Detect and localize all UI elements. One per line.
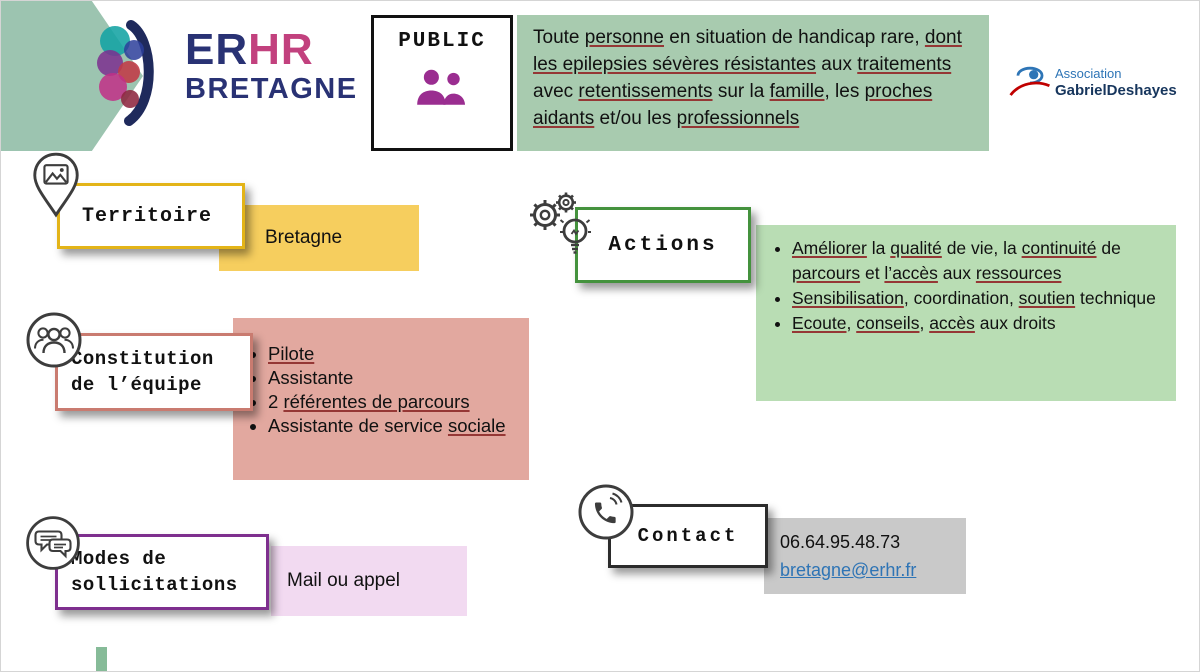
list-item: Assistante de service sociale bbox=[268, 414, 515, 438]
text-segment: proches aidants bbox=[533, 81, 933, 129]
bottom-accent bbox=[96, 647, 107, 671]
text-segment: Améliorer bbox=[792, 238, 867, 258]
equipe-title-box: Constitution de l’équipe bbox=[55, 333, 253, 411]
list-item: Sensibilisation, coordination, soutien t… bbox=[792, 286, 1168, 311]
text-segment: parcours bbox=[792, 263, 861, 283]
equipe-title-line1: Constitution bbox=[71, 348, 214, 370]
speech-bubbles-icon bbox=[26, 516, 80, 570]
partner-name: GabrielDeshayes bbox=[1055, 82, 1177, 99]
brand-er: ER bbox=[185, 25, 249, 74]
text-segment: et bbox=[860, 263, 885, 283]
text-segment: aux bbox=[816, 54, 858, 75]
text-segment: dont les epilepsies sévères résistantes bbox=[533, 27, 962, 75]
gears-lightbulb-icon bbox=[530, 192, 591, 254]
contact-title-box: Contact bbox=[608, 504, 768, 568]
text-segment: sur la bbox=[712, 81, 770, 102]
text-segment: , coordination, bbox=[903, 288, 1019, 308]
actions-title-box: Actions bbox=[575, 207, 751, 283]
partner-association-label: Association bbox=[1055, 66, 1122, 81]
contact-phone: 06.64.95.48.73 bbox=[780, 532, 901, 552]
text-segment: , bbox=[919, 313, 930, 333]
text-segment: Assistante de service bbox=[268, 415, 448, 436]
list-item: Ecoute, conseils, accès aux droits bbox=[792, 311, 1168, 336]
brand-logo: ERHR BRETAGNE bbox=[185, 27, 358, 106]
text-segment: Assistante bbox=[268, 367, 354, 388]
text-segment: de bbox=[1096, 238, 1121, 258]
text-segment: Pilote bbox=[268, 343, 315, 364]
text-segment: référentes de parcours bbox=[283, 391, 470, 412]
territoire-title-box: Territoire bbox=[57, 183, 245, 249]
text-segment: personne bbox=[584, 27, 664, 48]
text-segment: technique bbox=[1075, 288, 1156, 308]
text-segment: et/ou les bbox=[594, 108, 677, 129]
text-segment: ressources bbox=[975, 263, 1062, 283]
text-segment: 2 bbox=[268, 391, 284, 412]
text-segment: soutien bbox=[1018, 288, 1076, 308]
territory-pin-icon bbox=[33, 152, 79, 218]
text-segment: retentissements bbox=[578, 81, 713, 102]
text-segment: la bbox=[866, 238, 891, 258]
territoire-title: Territoire bbox=[82, 204, 213, 228]
phone-contact-icon bbox=[578, 484, 634, 540]
list-item: Pilote bbox=[268, 342, 515, 366]
text-segment: traitements bbox=[857, 54, 952, 75]
erhr-face-logo-icon bbox=[97, 20, 154, 126]
text-segment: accès bbox=[929, 313, 975, 333]
text-segment: sociale bbox=[447, 415, 506, 436]
brand-name: ERHR bbox=[185, 27, 358, 73]
public-title: PUBLIC bbox=[398, 30, 486, 53]
brand-region: BRETAGNE bbox=[185, 73, 358, 105]
text-segment: Sensibilisation bbox=[792, 288, 904, 308]
team-group-icon bbox=[26, 312, 82, 368]
text-segment: aux bbox=[937, 263, 976, 283]
modes-title-box: Modes de sollicitations bbox=[55, 534, 269, 610]
text-segment: famille bbox=[769, 81, 825, 102]
modes-title-line1: Modes de bbox=[71, 548, 167, 570]
actions-title: Actions bbox=[608, 233, 718, 257]
gabriel-deshayes-logo-icon bbox=[1009, 66, 1050, 96]
equipe-title-line2: de l’équipe bbox=[71, 374, 202, 396]
actions-list: Améliorer la qualité de vie, la continui… bbox=[768, 236, 1168, 336]
text-segment: en situation de handicap rare, bbox=[664, 27, 925, 48]
list-item: Assistante bbox=[268, 366, 515, 390]
text-segment: de vie, la bbox=[941, 238, 1022, 258]
text-segment: avec bbox=[533, 81, 579, 102]
text-segment: l’accès bbox=[884, 263, 938, 283]
text-segment: conseils bbox=[856, 313, 920, 333]
contact-title: Contact bbox=[637, 525, 739, 547]
actions-content-box: Améliorer la qualité de vie, la continui… bbox=[756, 225, 1176, 401]
equipe-content-box: PiloteAssistante2 référentes de parcours… bbox=[233, 318, 529, 480]
text-segment: aux droits bbox=[974, 313, 1056, 333]
partner-logo: Association GabrielDeshayes bbox=[1005, 63, 1177, 103]
modes-value: Mail ou appel bbox=[287, 570, 401, 591]
modes-content-box: Mail ou appel bbox=[271, 546, 467, 616]
people-icon bbox=[417, 69, 466, 105]
text-segment: professionnels bbox=[676, 108, 800, 129]
modes-title-line2: sollicitations bbox=[71, 574, 238, 596]
list-item: 2 référentes de parcours bbox=[268, 390, 515, 414]
contact-email-link[interactable]: bretagne@erhr.fr bbox=[780, 560, 917, 580]
public-title-box: PUBLIC bbox=[371, 15, 513, 151]
territoire-value: Bretagne bbox=[265, 227, 343, 248]
list-item: Améliorer la qualité de vie, la continui… bbox=[792, 236, 1168, 286]
equipe-list: PiloteAssistante2 référentes de parcours… bbox=[241, 342, 515, 438]
text-segment: Toute bbox=[533, 27, 585, 48]
text-segment: , bbox=[846, 313, 857, 333]
contact-content-box: 06.64.95.48.73 bretagne@erhr.fr bbox=[764, 518, 966, 594]
text-segment: continuité bbox=[1021, 238, 1097, 258]
brand-hr: HR bbox=[248, 25, 314, 74]
public-description: Toute personne en situation de handicap … bbox=[517, 15, 989, 151]
territoire-value-box: Bretagne bbox=[219, 205, 419, 271]
text-segment: Ecoute bbox=[792, 313, 847, 333]
text-segment: qualité bbox=[890, 238, 942, 258]
text-segment: , les bbox=[824, 81, 865, 102]
